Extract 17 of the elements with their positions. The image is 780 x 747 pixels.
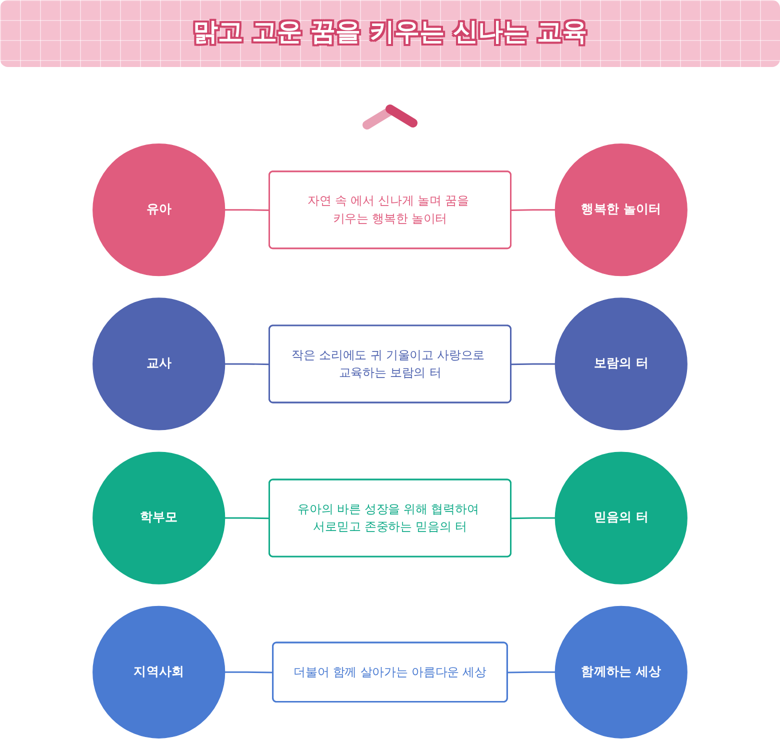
- connector: [224, 517, 270, 520]
- connector: [224, 209, 270, 211]
- node-circle: 행복한 놀이터: [554, 144, 688, 276]
- connector: [511, 363, 556, 366]
- node-circle: 유아: [92, 144, 226, 276]
- connector: [511, 517, 556, 520]
- connector: [511, 209, 556, 211]
- connector: [224, 363, 270, 366]
- node-circle: 학부모: [92, 452, 226, 584]
- node-circle: 보람의 터: [554, 298, 688, 430]
- node-circle: 지역사회: [92, 606, 226, 738]
- node-circle: 교사: [92, 298, 226, 430]
- connector: [224, 671, 274, 674]
- node-circle: 함께하는 세상: [554, 606, 688, 738]
- node-circle: 믿음의 터: [554, 452, 688, 584]
- connector: [508, 671, 556, 674]
- title: 맑고 고운 꿈을 키우는 신나는 교육: [193, 16, 587, 48]
